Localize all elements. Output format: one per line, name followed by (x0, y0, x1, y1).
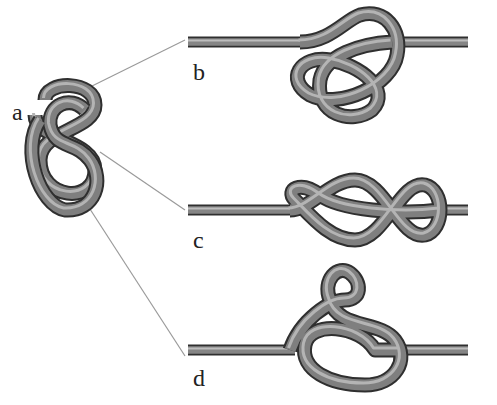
rope-knot (188, 268, 468, 385)
knot-tube-highlight (296, 12, 396, 115)
leader-line (88, 40, 185, 88)
rope-highlight (188, 348, 468, 350)
knot-tube-highlight (289, 178, 439, 238)
rope-knot (188, 12, 468, 117)
panel-letter: c (193, 228, 204, 252)
rope-knot (188, 178, 468, 240)
panel-letter: b (193, 60, 205, 84)
rope-edge (188, 345, 468, 356)
leader-line (88, 206, 185, 356)
knot-tube-highlight (30, 101, 95, 208)
panel-letter: d (193, 366, 205, 390)
rope (188, 346, 468, 354)
knot-tube-highlight (289, 268, 400, 383)
closed-knot (30, 84, 97, 211)
leader-line (100, 152, 185, 210)
panel-letter: a (12, 100, 23, 124)
